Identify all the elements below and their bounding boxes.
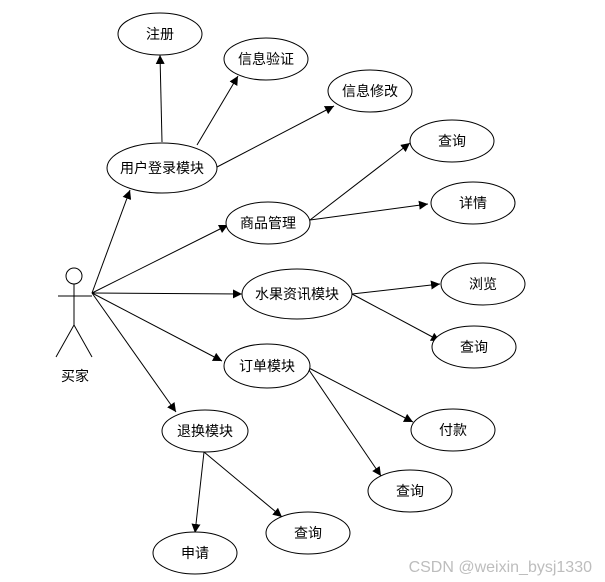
use-case-verify: 信息验证 [223, 37, 309, 81]
edge-fruit-fquery [351, 293, 441, 342]
actor-head-icon [65, 267, 83, 285]
edge-refund-rquery [203, 451, 283, 518]
use-case-goods-detail: 详情 [430, 181, 516, 225]
edge-actor-refund [91, 292, 177, 413]
svg-text:水果资讯模块: 水果资讯模块 [255, 287, 339, 303]
use-case-register: 注册 [117, 12, 203, 56]
svg-text:查询: 查询 [294, 526, 322, 542]
edge-goods-gquery [309, 142, 411, 221]
edge-refund-rapply [191, 451, 205, 534]
svg-text:商品管理: 商品管理 [240, 216, 296, 232]
edge-order-opay [306, 366, 414, 423]
edge-actor-login [91, 189, 132, 294]
use-case-fruit-browse: 浏览 [440, 262, 526, 306]
actor-buyer [55, 267, 93, 358]
edge-login-verify [196, 75, 239, 146]
actor-label: 买家 [61, 368, 89, 385]
svg-text:详情: 详情 [459, 196, 487, 212]
svg-text:订单模块: 订单模块 [239, 359, 295, 375]
use-case-order-pay: 付款 [410, 408, 496, 452]
edge-login-modify [216, 105, 335, 168]
svg-text:注册: 注册 [146, 27, 174, 43]
svg-text:申请: 申请 [181, 546, 209, 562]
watermark: CSDN @weixin_bysj1330 [409, 559, 593, 576]
edges [91, 54, 441, 534]
svg-text:查询: 查询 [396, 484, 424, 500]
use-case-fruit-query: 查询 [431, 325, 517, 369]
use-case-fruit: 水果资讯模块 [241, 268, 353, 320]
edge-goods-gdetail [309, 200, 429, 221]
edge-login-register [155, 54, 165, 143]
svg-text:付款: 付款 [439, 423, 467, 439]
svg-text:信息修改: 信息修改 [342, 83, 398, 100]
edge-actor-goods [91, 224, 229, 294]
use-case-refund-apply: 申请 [152, 531, 238, 575]
edge-actor-fruit [91, 289, 243, 299]
svg-text:退换模块: 退换模块 [177, 423, 233, 440]
svg-text:信息验证: 信息验证 [238, 51, 294, 68]
svg-text:查询: 查询 [460, 340, 488, 356]
use-case-order: 订单模块 [223, 343, 311, 389]
svg-text:用户登录模块: 用户登录模块 [120, 160, 204, 177]
svg-text:浏览: 浏览 [469, 277, 497, 293]
use-case-goods: 商品管理 [225, 201, 311, 245]
use-case-modify: 信息修改 [327, 69, 413, 113]
use-case-refund: 退换模块 [161, 409, 249, 453]
use-case-order-query: 查询 [367, 469, 453, 513]
edge-actor-order [91, 292, 223, 362]
edge-fruit-fbrowse [351, 280, 441, 295]
edge-order-oquery [306, 366, 382, 477]
svg-text:查询: 查询 [438, 134, 466, 150]
use-case-goods-query: 查询 [409, 119, 495, 163]
use-case-refund-query: 查询 [265, 511, 351, 555]
use-case-login: 用户登录模块 [106, 142, 218, 194]
